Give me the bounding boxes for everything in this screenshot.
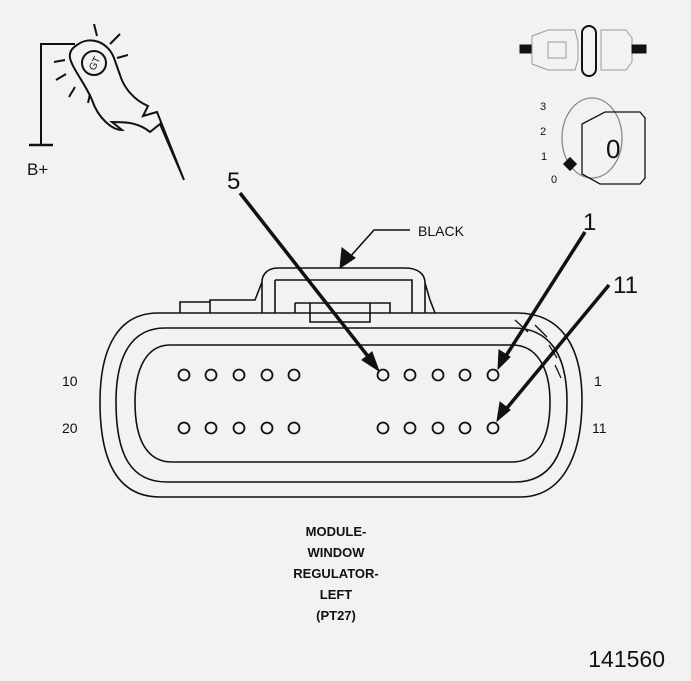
pin-14 [403, 421, 417, 435]
pin-5 [376, 368, 390, 382]
connector-latch [179, 267, 436, 323]
ignition-key-icon [561, 97, 646, 185]
probe-glyph: GT [87, 55, 103, 72]
arrowhead-pin-5 [361, 351, 380, 373]
pin-6 [287, 368, 301, 382]
probe-ground-wire [40, 43, 75, 145]
probe-handle [68, 39, 185, 181]
pin-18 [232, 421, 246, 435]
arrow-pin-11 [500, 283, 611, 416]
caption-line-5: (PT27) [316, 608, 356, 623]
row-label-top-right: 1 [594, 373, 602, 389]
caption-line-4: LEFT [319, 587, 353, 602]
arrow-pin-5 [238, 191, 376, 366]
pin-3 [431, 368, 445, 382]
ignition-position-1: 1 [541, 151, 547, 163]
ignition-position-2: 2 [540, 126, 546, 138]
pin-7 [260, 368, 274, 382]
arrow-black-wire [348, 229, 410, 259]
figure-number: 141560 [588, 646, 665, 672]
arrowhead-pin-11 [496, 401, 511, 423]
pin-4 [403, 368, 417, 382]
wire-color-label: BLACK [418, 223, 465, 239]
ignition-position-0: 0 [551, 174, 557, 186]
pin-20 [177, 421, 191, 435]
probe-light-rays [53, 23, 129, 104]
row-label-bottom-left: 20 [62, 420, 78, 436]
caption-line-3: REGULATOR- [293, 566, 379, 581]
caption-line-2: WINDOW [307, 545, 365, 560]
connector-pins [177, 368, 500, 435]
callout-pin-1: 1 [583, 209, 596, 236]
pin-2 [458, 368, 472, 382]
test-probe: GT [29, 23, 185, 181]
pin-9 [204, 368, 218, 382]
pin-17 [260, 421, 274, 435]
ignition-position-3: 3 [540, 101, 546, 113]
connector-pin-face [134, 344, 551, 463]
row-label-bottom-right: 11 [592, 420, 607, 436]
disconnect-icon [519, 25, 647, 77]
pin-19 [204, 421, 218, 435]
connector-inner-shell [115, 327, 568, 483]
connector-outer-shell [99, 312, 583, 498]
pin-13 [431, 421, 445, 435]
pin-12 [458, 421, 472, 435]
connector-caption: MODULE- WINDOW REGULATOR- LEFT (PT27) [236, 521, 436, 626]
caption-line-1: MODULE- [305, 524, 367, 539]
arrowhead-pin-1 [497, 349, 511, 371]
pin-8 [232, 368, 246, 382]
pin-11 [486, 421, 500, 435]
arrowhead-black-wire [339, 247, 356, 270]
connector-body [99, 267, 583, 498]
callout-pin-11: 11 [613, 272, 638, 299]
ignition-key-label: 0 [606, 134, 620, 164]
pin-1 [486, 368, 500, 382]
probe-label: B+ [27, 160, 48, 179]
arrow-pin-1 [500, 231, 587, 363]
pin-10 [177, 368, 191, 382]
pin-16 [287, 421, 301, 435]
probe-lamp-icon [81, 50, 107, 76]
row-label-top-left: 10 [62, 373, 78, 389]
callout-arrows [238, 191, 611, 423]
pin-15 [376, 421, 390, 435]
callout-pin-5: 5 [227, 168, 240, 195]
